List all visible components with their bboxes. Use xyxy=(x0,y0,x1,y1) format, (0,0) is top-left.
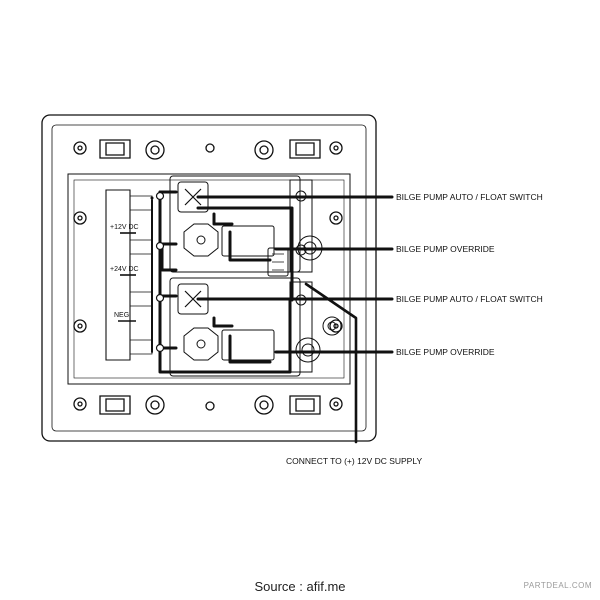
label-neg: NEG. xyxy=(114,312,131,319)
mounting-plate xyxy=(41,114,377,442)
switch-bodies xyxy=(169,175,342,377)
callout-supply: CONNECT TO (+) 12V DC SUPPLY xyxy=(286,456,422,466)
callout-auto-float-switch-2: BILGE PUMP AUTO / FLOAT SWITCH xyxy=(396,294,543,304)
callout-override-1: BILGE PUMP OVERRIDE xyxy=(396,244,495,254)
watermark: PARTDEAL.COM xyxy=(523,581,592,590)
source-text: Source : afif.me xyxy=(244,577,356,595)
source-caption: Source : afif.me xyxy=(0,574,600,598)
callout-override-2: BILGE PUMP OVERRIDE xyxy=(396,347,495,357)
label-12v-dc: +12V DC xyxy=(110,224,139,231)
wiring xyxy=(150,190,394,444)
terminal-posts xyxy=(155,191,165,353)
label-24v-dc: +24V DC xyxy=(110,266,139,273)
callout-auto-float-switch-1: BILGE PUMP AUTO / FLOAT SWITCH xyxy=(396,192,543,202)
